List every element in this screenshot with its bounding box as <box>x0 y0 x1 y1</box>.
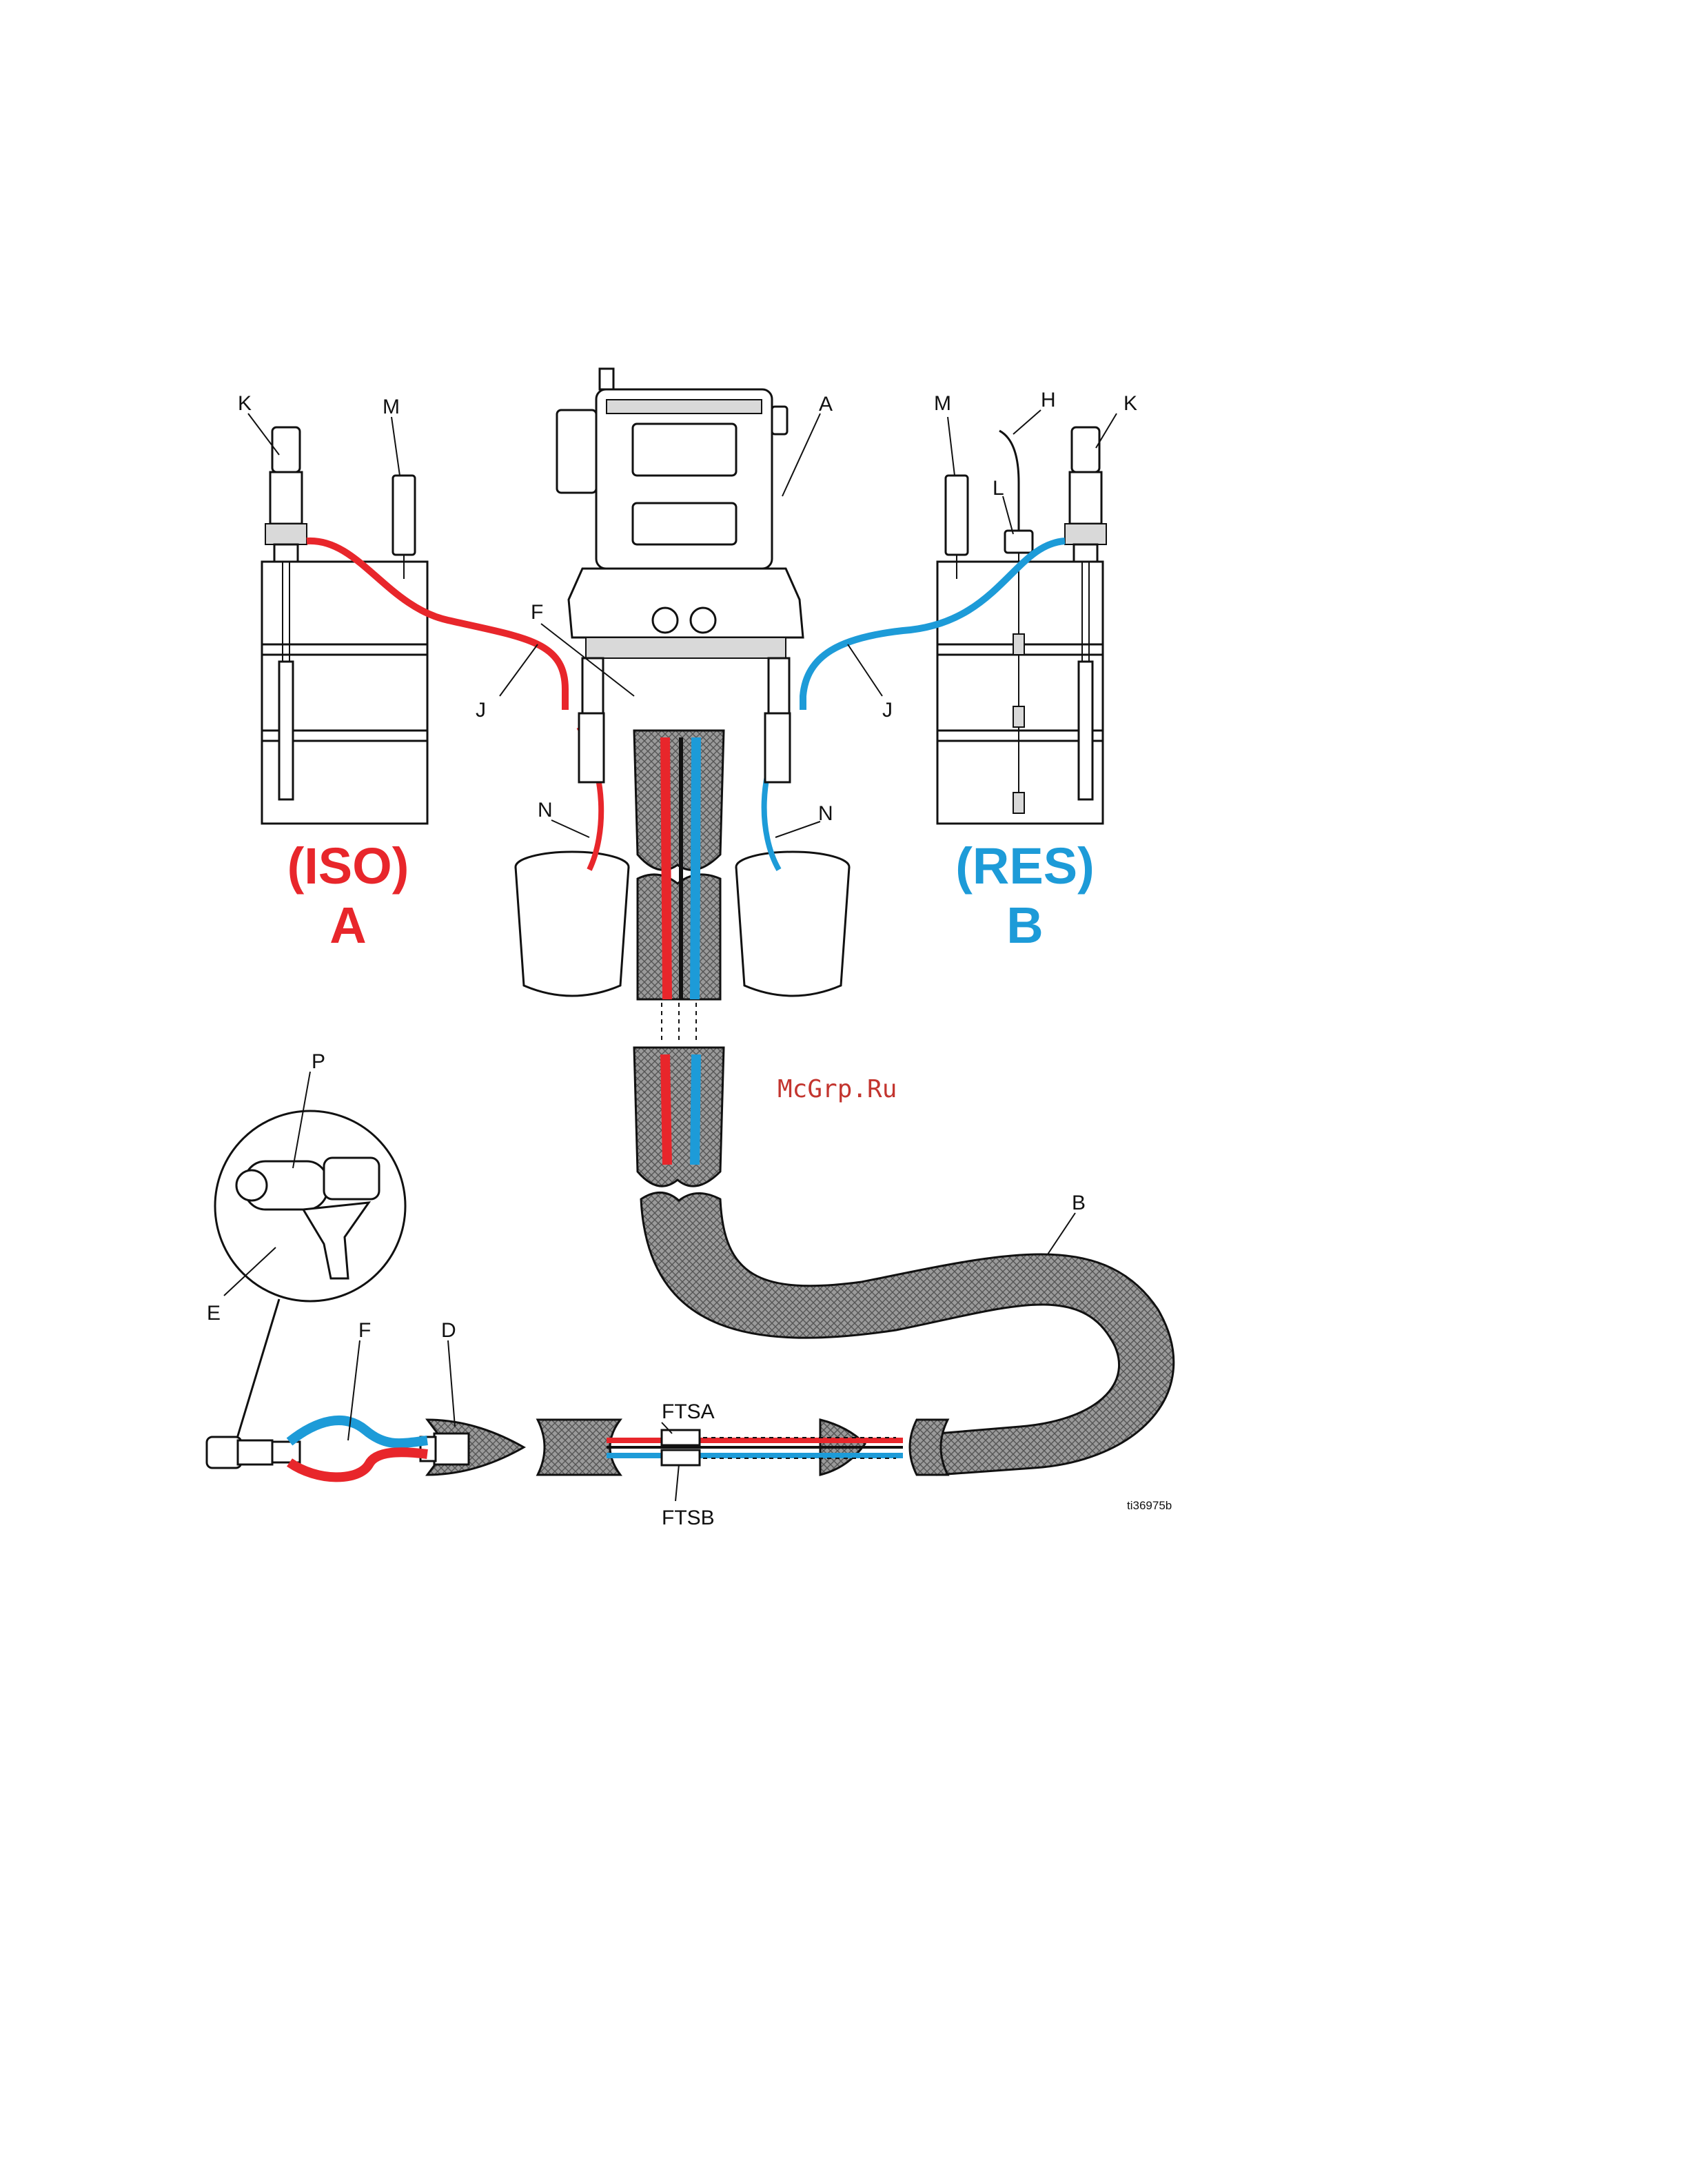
side-a-letter: A <box>329 897 366 954</box>
side-a-iso-label: (ISO) <box>287 837 409 895</box>
iso-waste-container <box>516 727 629 996</box>
callout-d: D <box>441 1319 456 1342</box>
watermark: McGrp.Ru <box>777 1075 897 1103</box>
callout-p: P <box>312 1050 325 1073</box>
callout-h: H <box>1041 389 1056 411</box>
callout-k-right: K <box>1123 392 1137 415</box>
callout-l: L <box>993 477 1004 500</box>
callout-a: A <box>819 393 833 416</box>
callout-j-left: J <box>476 699 486 722</box>
figure-id: ti36975b <box>1127 1499 1172 1512</box>
callout-m-right: M <box>934 392 951 415</box>
callout-n-left: N <box>538 799 553 821</box>
callout-n-right: N <box>818 802 833 825</box>
whip-fitting <box>420 1433 469 1464</box>
res-waste-container <box>736 727 849 996</box>
callout-b: B <box>1072 1192 1086 1214</box>
proportioner-unit <box>557 369 803 658</box>
callout-f-bottom: F <box>358 1319 371 1342</box>
side-b-res-label: (RES) <box>955 837 1094 895</box>
callout-ftsa: FTSA <box>662 1400 715 1423</box>
side-b-letter: B <box>1006 897 1043 954</box>
whip-hose-section <box>427 1420 948 1475</box>
callout-k-left: K <box>238 392 252 415</box>
callout-f-top: F <box>531 601 543 624</box>
gun-detail-leader <box>234 1299 279 1447</box>
spray-gun-detail <box>215 1111 405 1301</box>
callout-e: E <box>207 1302 221 1325</box>
callout-j-right: J <box>882 699 893 722</box>
callout-m-left: M <box>383 396 400 418</box>
callout-ftsb: FTSB <box>662 1507 715 1529</box>
